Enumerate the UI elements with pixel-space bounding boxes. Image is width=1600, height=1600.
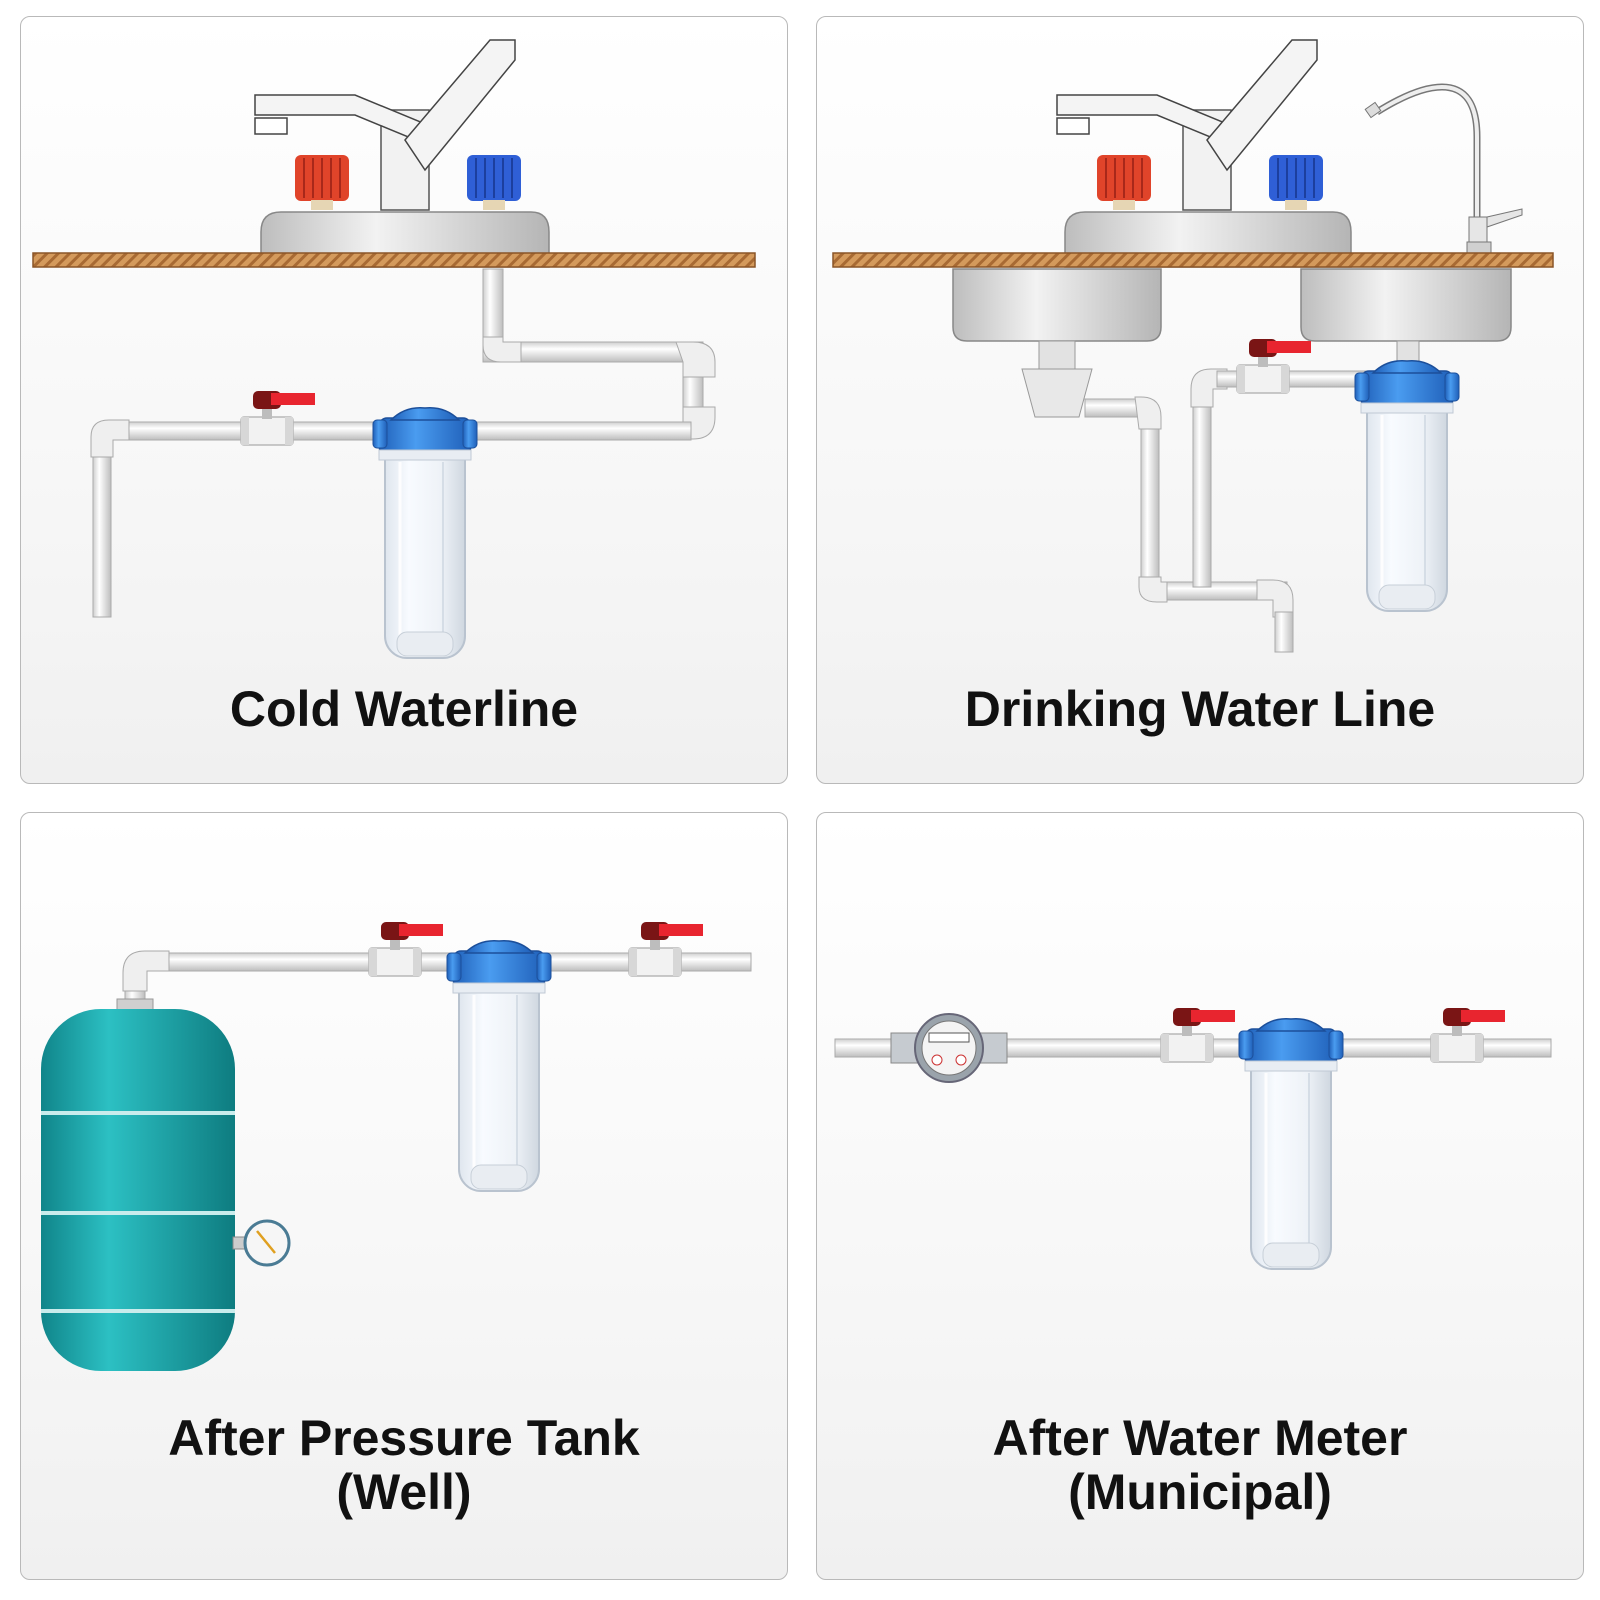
panel-after-water-meter: After Water Meter (Municipal) xyxy=(816,812,1584,1580)
countertop xyxy=(832,252,1554,268)
panel-caption: Drinking Water Line xyxy=(964,681,1436,737)
panel-after-pressure-tank: After Pressure Tank (Well) xyxy=(20,812,788,1580)
drinking-water-line-diagram xyxy=(832,39,1554,653)
drinking-faucet-icon xyxy=(1364,83,1523,256)
panel-cold-waterline: Cold Waterline xyxy=(20,16,788,784)
filter-housing-icon xyxy=(1237,1017,1345,1271)
water-meter-icon xyxy=(890,1013,1008,1083)
sink-basin xyxy=(952,268,1162,342)
panel-drinking-water-line: Drinking Water Line xyxy=(816,16,1584,784)
filter-housing-icon xyxy=(371,406,479,660)
drain-trap xyxy=(1021,368,1093,418)
after-water-meter-diagram xyxy=(834,1007,1552,1271)
sink-basin xyxy=(1300,268,1512,342)
panel-caption: After Pressure Tank (Well) xyxy=(168,1410,640,1520)
faucet-icon xyxy=(1056,39,1324,211)
filter-housing-icon xyxy=(1353,359,1461,613)
countertop xyxy=(32,252,756,268)
faucet-icon xyxy=(254,39,522,211)
after-pressure-tank-diagram xyxy=(41,921,752,1371)
panel-caption: Cold Waterline xyxy=(229,681,579,737)
panel-caption: After Water Meter (Municipal) xyxy=(992,1410,1408,1520)
pressure-gauge-icon xyxy=(232,1219,291,1267)
filter-housing-icon xyxy=(445,939,553,1193)
cold-waterline-diagram xyxy=(32,39,756,660)
pressure-tank-icon xyxy=(41,1009,235,1371)
